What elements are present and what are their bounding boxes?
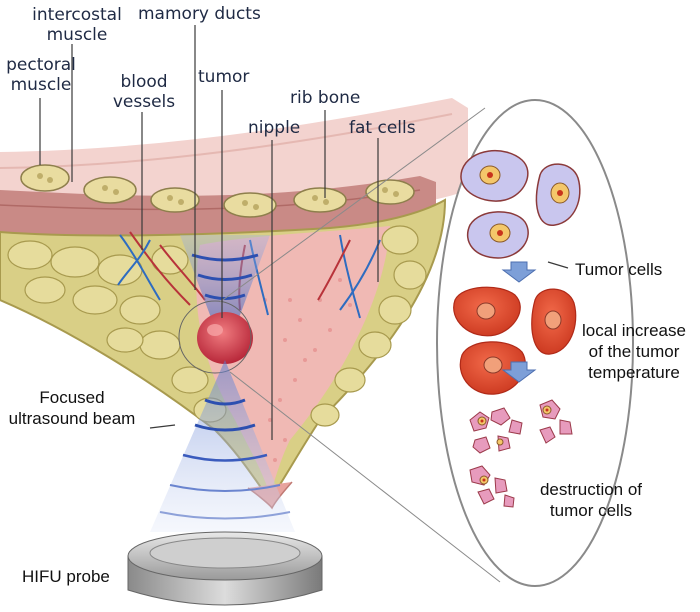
label-local-line3: temperature [588, 363, 680, 382]
label-focused-line2: ultrasound beam [8, 409, 136, 428]
zoom-connector [219, 107, 501, 583]
heated-cells-group [453, 286, 577, 395]
label-local-line1: local increase [582, 321, 686, 340]
label-hifu-probe: HIFU probe [22, 567, 110, 586]
beam-lower-cone [150, 360, 295, 532]
label-fat-cells: fat cells [349, 118, 416, 138]
label-rib-bone: rib bone [290, 88, 361, 108]
leader-lines [39, 25, 569, 440]
label-focused-beam: Focused ultrasound beam [2, 387, 142, 429]
label-mamory-ducts: mamory ducts [138, 4, 261, 24]
label-blood-vessels: blood vessels [108, 72, 180, 112]
label-local-line2: of the tumor [588, 342, 680, 361]
arrow-down-2 [501, 361, 537, 383]
label-local-increase: local increase of the tumor temperature [572, 320, 696, 383]
tumor-cells-group [460, 149, 581, 259]
label-tumor: tumor [198, 67, 250, 87]
label-intercostal-muscle: intercostal muscle [22, 5, 132, 45]
label-pectoral-line2: muscle [10, 75, 72, 95]
arrow-down-1 [501, 261, 537, 283]
label-pectoral-line1: pectoral [6, 55, 76, 75]
label-blood-line2: vessels [112, 92, 176, 112]
label-nipple: nipple [248, 118, 301, 138]
tumor-mass [178, 300, 253, 374]
destroyed-cells-group [469, 399, 573, 508]
label-intercostal-line1: intercostal [32, 5, 122, 25]
hifu-probe [127, 531, 323, 606]
label-blood-line1: blood [120, 72, 168, 92]
label-intercostal-line2: muscle [46, 25, 108, 45]
label-tumor-cells: Tumor cells [575, 260, 663, 279]
label-destruction: destruction of tumor cells [528, 479, 654, 521]
label-focused-line1: Focused [39, 388, 105, 407]
label-pectoral-muscle: pectoral muscle [0, 55, 82, 95]
label-destruction-line1: destruction of [539, 480, 643, 499]
label-destruction-line2: tumor cells [549, 501, 633, 520]
